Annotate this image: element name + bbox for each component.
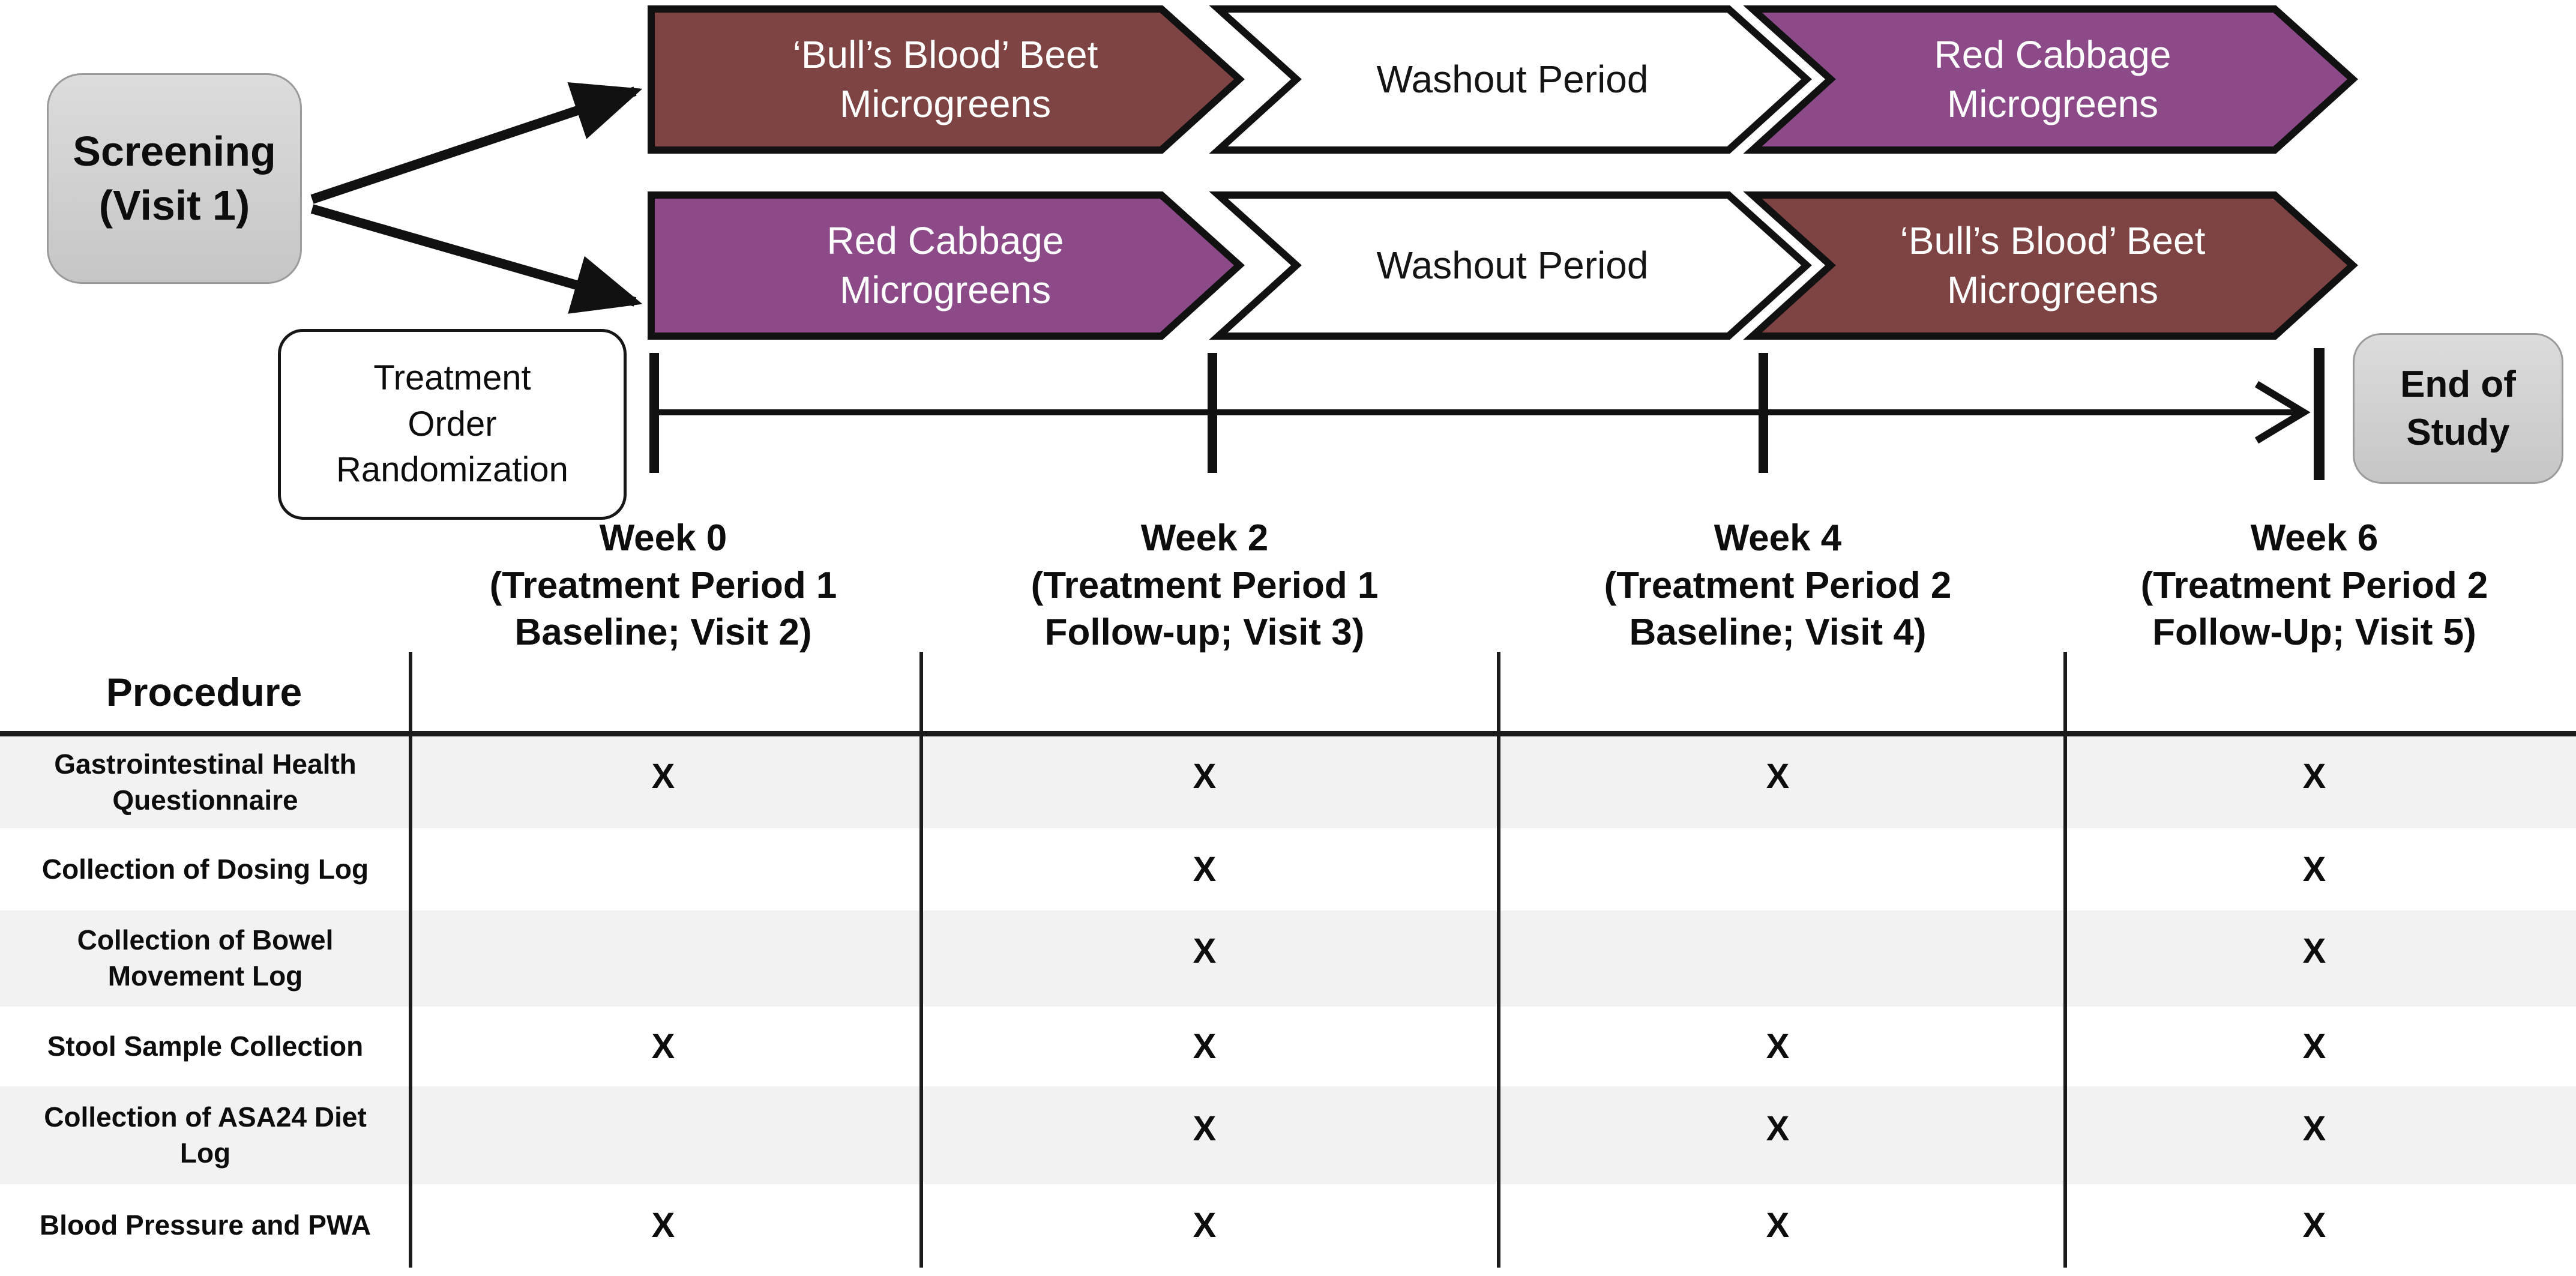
mark-cell: X	[1193, 850, 1217, 889]
mark-cell: X	[2302, 850, 2326, 889]
mark-cell: X	[1193, 1109, 1217, 1148]
mark-cell: X	[2302, 756, 2326, 796]
table-header-rule	[0, 731, 2576, 736]
table-row-shade	[0, 910, 2576, 1007]
table-row-shade	[0, 737, 2576, 828]
arrow-label-seq1-treatment1: ‘Bull’s Blood’ Beet Microgreens	[792, 32, 1098, 125]
mark-cell	[597, 1086, 729, 1170]
table-column-divider	[409, 652, 412, 1268]
mark-cell	[1712, 828, 1844, 910]
randomization-box: Treatment Order Randomization	[278, 329, 627, 520]
table-row-label: Gastrointestinal Health Questionnaire	[54, 748, 357, 816]
timeline	[649, 348, 2325, 480]
table-row-label: Stool Sample Collection	[47, 1030, 364, 1062]
mark-cell: X	[1766, 1206, 1790, 1245]
mark-cell: X	[651, 756, 675, 796]
arrow-seq1-treatment2	[1743, 5, 2358, 154]
week6-header: Week 6 (Treatment Period 2 Follow-Up; Vi…	[2140, 517, 2488, 654]
arrow-label-seq2-treatment2: ‘Bull’s Blood’ Beet Microgreens	[1900, 218, 2206, 311]
arrow-seq1-washout	[1209, 5, 1812, 154]
screening-box: Screening (Visit 1)	[47, 73, 302, 284]
mark-cell	[1712, 910, 1844, 992]
week2-header: Week 2 (Treatment Period 1 Follow-up; Vi…	[1031, 517, 1379, 654]
arrow-label-seq1-treatment2: Red Cabbage Microgreens	[1934, 32, 2171, 125]
mark-cell: X	[651, 1206, 675, 1245]
arrow-label-seq2-washout: Washout Period	[1376, 243, 1649, 287]
mark-cell: X	[2302, 1109, 2326, 1148]
mark-cell: X	[1193, 1206, 1217, 1245]
mark-cell	[597, 828, 729, 910]
week4-header: Week 4 (Treatment Period 2 Baseline; Vis…	[1604, 517, 1952, 654]
table-column-divider	[919, 652, 923, 1268]
screening-connector-arrows	[310, 82, 643, 314]
arrow-label-seq2-treatment1: Red Cabbage Microgreens	[826, 218, 1064, 311]
mark-cell: X	[2302, 1027, 2326, 1066]
mark-cell: X	[1766, 1109, 1790, 1148]
arrow-seq2-washout	[1209, 191, 1812, 340]
table-column-divider	[1497, 652, 1500, 1268]
arrow-label-seq1-washout: Washout Period	[1376, 57, 1649, 101]
mark-cell: X	[1766, 756, 1790, 796]
arrow-seq2-treatment1	[648, 191, 1245, 340]
table-column-divider	[2063, 652, 2067, 1268]
mark-cell	[597, 910, 729, 992]
mark-cell: X	[2302, 931, 2326, 971]
mark-cell: X	[1193, 756, 1217, 796]
week0-header: Week 0 (Treatment Period 1 Baseline; Vis…	[489, 517, 837, 654]
mark-cell: X	[1193, 1027, 1217, 1066]
arrow-seq2-treatment2	[1743, 191, 2358, 340]
mark-cell: X	[651, 1027, 675, 1066]
mark-cell: X	[1193, 931, 1217, 971]
table-row-shade	[0, 1086, 2576, 1184]
table-row-label: Collection of Dosing Log	[41, 853, 369, 885]
procedure-header: Procedure	[106, 669, 302, 714]
arrow-seq1-treatment1	[648, 5, 1245, 154]
table-row-label: Collection of Bowel Movement Log	[77, 924, 334, 992]
end-of-study-box: End of Study	[2353, 333, 2563, 484]
mark-cell: X	[1766, 1027, 1790, 1066]
table-row-label: Blood Pressure and PWA	[39, 1209, 372, 1241]
timeline-arrowhead	[2254, 381, 2311, 444]
mark-cell: X	[2302, 1206, 2326, 1245]
table-row-label: Collection of ASA24 Diet Log	[44, 1101, 367, 1169]
flow-diagram-canvas	[310, 5, 2358, 480]
